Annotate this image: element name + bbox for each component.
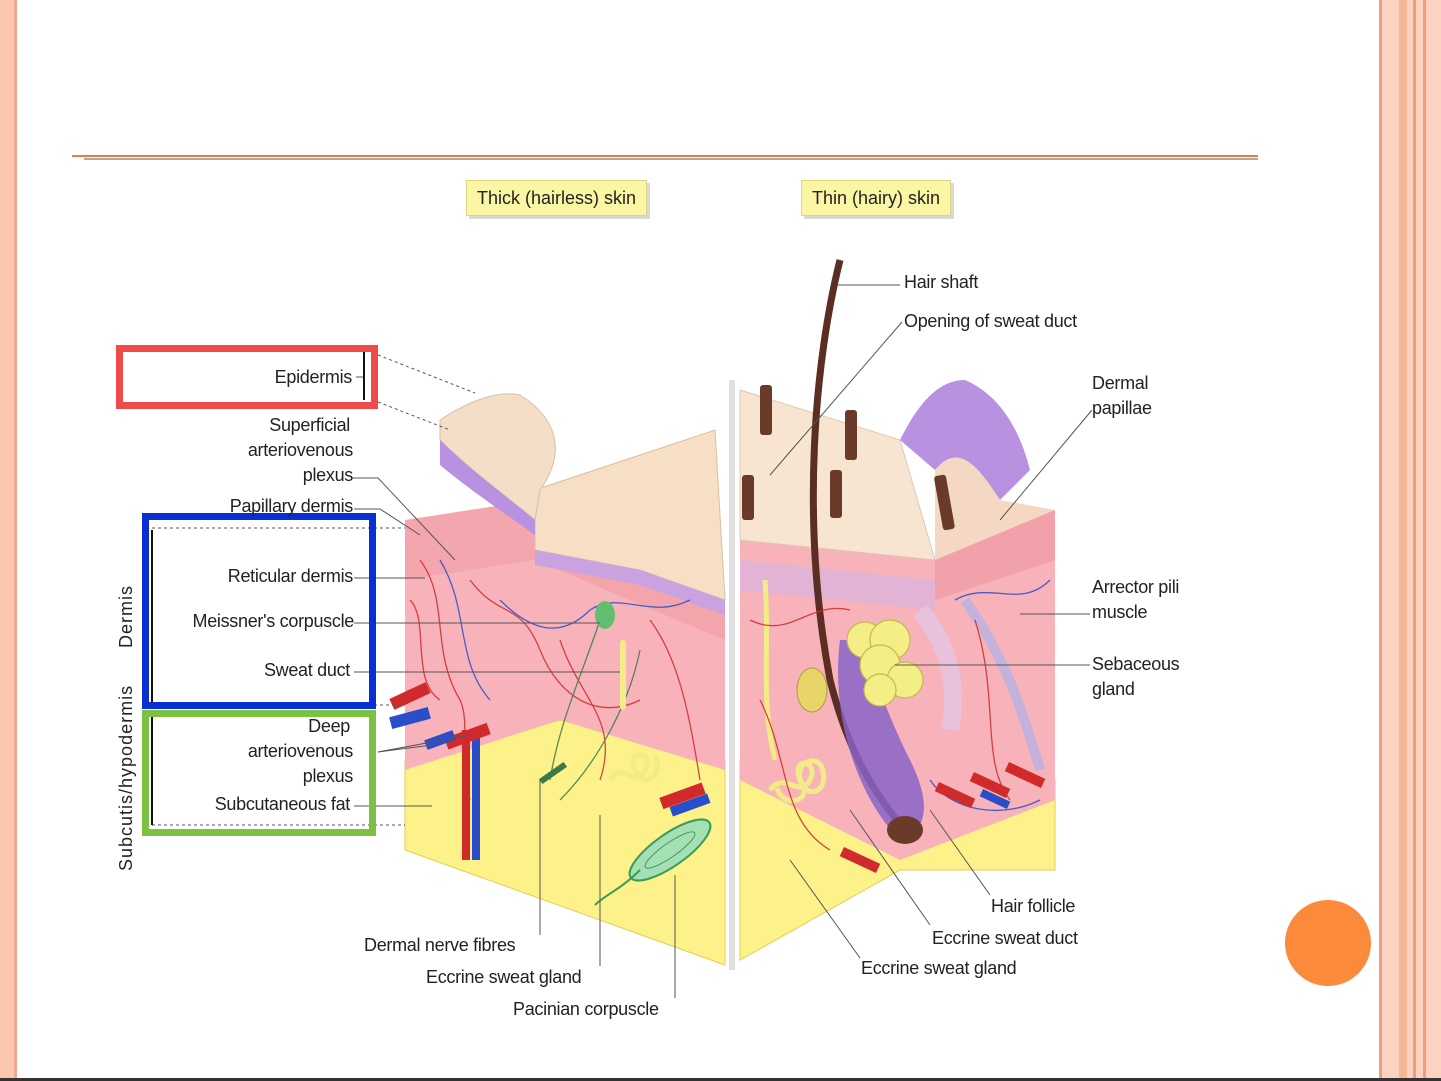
epidermis-highlight-box	[116, 345, 378, 409]
label-deep-1: Deep	[308, 716, 350, 736]
label-eccrine-sweat-duct: Eccrine sweat duct	[932, 928, 1078, 948]
dermis-highlight-box	[142, 513, 376, 709]
sebaceous-gland	[846, 619, 924, 707]
label-deep-2: arteriovenous	[247, 741, 353, 761]
slide-accent-circle	[1285, 900, 1371, 986]
label-opening-sweat-duct: Opening of sweat duct	[904, 311, 1077, 331]
label-eccrine-sweat-gland-thin: Eccrine sweat gland	[861, 958, 1017, 978]
thick-skin-tag: Thick (hairless) skin	[466, 180, 648, 216]
thin-skin-tag: Thin (hairy) skin	[801, 180, 952, 216]
label-deep-3: plexus	[302, 766, 354, 786]
leader-lines	[152, 284, 1093, 998]
label-dermal-nerve-fibres: Dermal nerve fibres	[364, 935, 516, 955]
label-arrector-pili-1: Arrector pili	[1092, 577, 1180, 597]
thin-deep-vessels	[839, 762, 1046, 873]
title-rule	[72, 155, 1258, 157]
label-dermis-vertical: Dermis	[116, 585, 136, 648]
label-superficial-3: plexus	[302, 465, 354, 485]
label-superficial-2: arteriovenous	[247, 440, 353, 460]
label-dermal-papillae-2: papillae	[1092, 398, 1152, 418]
label-epidermis: Epidermis	[274, 367, 353, 387]
thin-eccrine-gland	[768, 758, 827, 804]
thick-sweat-duct	[620, 640, 626, 710]
label-dermal-papillae-1: Dermal	[1092, 373, 1149, 393]
slide-frame-left-stripe	[14, 0, 17, 1081]
thin-epidermis-flap	[900, 380, 1030, 500]
arrector-pili	[912, 604, 963, 732]
label-superficial-1: Superficial	[269, 415, 350, 435]
label-reticular-dermis: Reticular dermis	[227, 566, 354, 586]
label-hair-shaft: Hair shaft	[904, 272, 979, 292]
hypodermis-highlight-box	[142, 710, 376, 836]
label-pacinian-corpuscle: Pacinian corpuscle	[513, 999, 659, 1019]
slide-frame-right	[1379, 0, 1441, 1081]
label-arrector-pili-2: muscle	[1092, 602, 1148, 622]
slide-bottom-border	[0, 1078, 1441, 1081]
title-rule-shadow	[84, 158, 1258, 160]
label-subcutis-vertical: Subcutis/hypodermis	[116, 684, 136, 871]
thick-deep-vessels	[389, 682, 711, 860]
meissner-corpuscle	[595, 601, 615, 629]
label-meissner: Meissner's corpuscle	[192, 611, 355, 631]
slide-frame-left	[0, 0, 14, 1081]
label-papillary-dermis: Papillary dermis	[229, 496, 354, 516]
hair-stubs	[742, 385, 955, 531]
label-eccrine-sweat-gland-thick: Eccrine sweat gland	[426, 967, 582, 987]
hair-follicle	[838, 640, 924, 840]
thick-eccrine-gland	[607, 752, 661, 782]
thin-sweat-duct	[762, 579, 778, 761]
label-sebaceous-2: gland	[1092, 679, 1135, 699]
label-subcutaneous-fat: Subcutaneous fat	[214, 794, 351, 814]
label-hair-follicle: Hair follicle	[991, 896, 1076, 916]
label-sebaceous-1: Sebaceous	[1092, 654, 1180, 674]
label-sweat-duct: Sweat duct	[263, 660, 350, 680]
